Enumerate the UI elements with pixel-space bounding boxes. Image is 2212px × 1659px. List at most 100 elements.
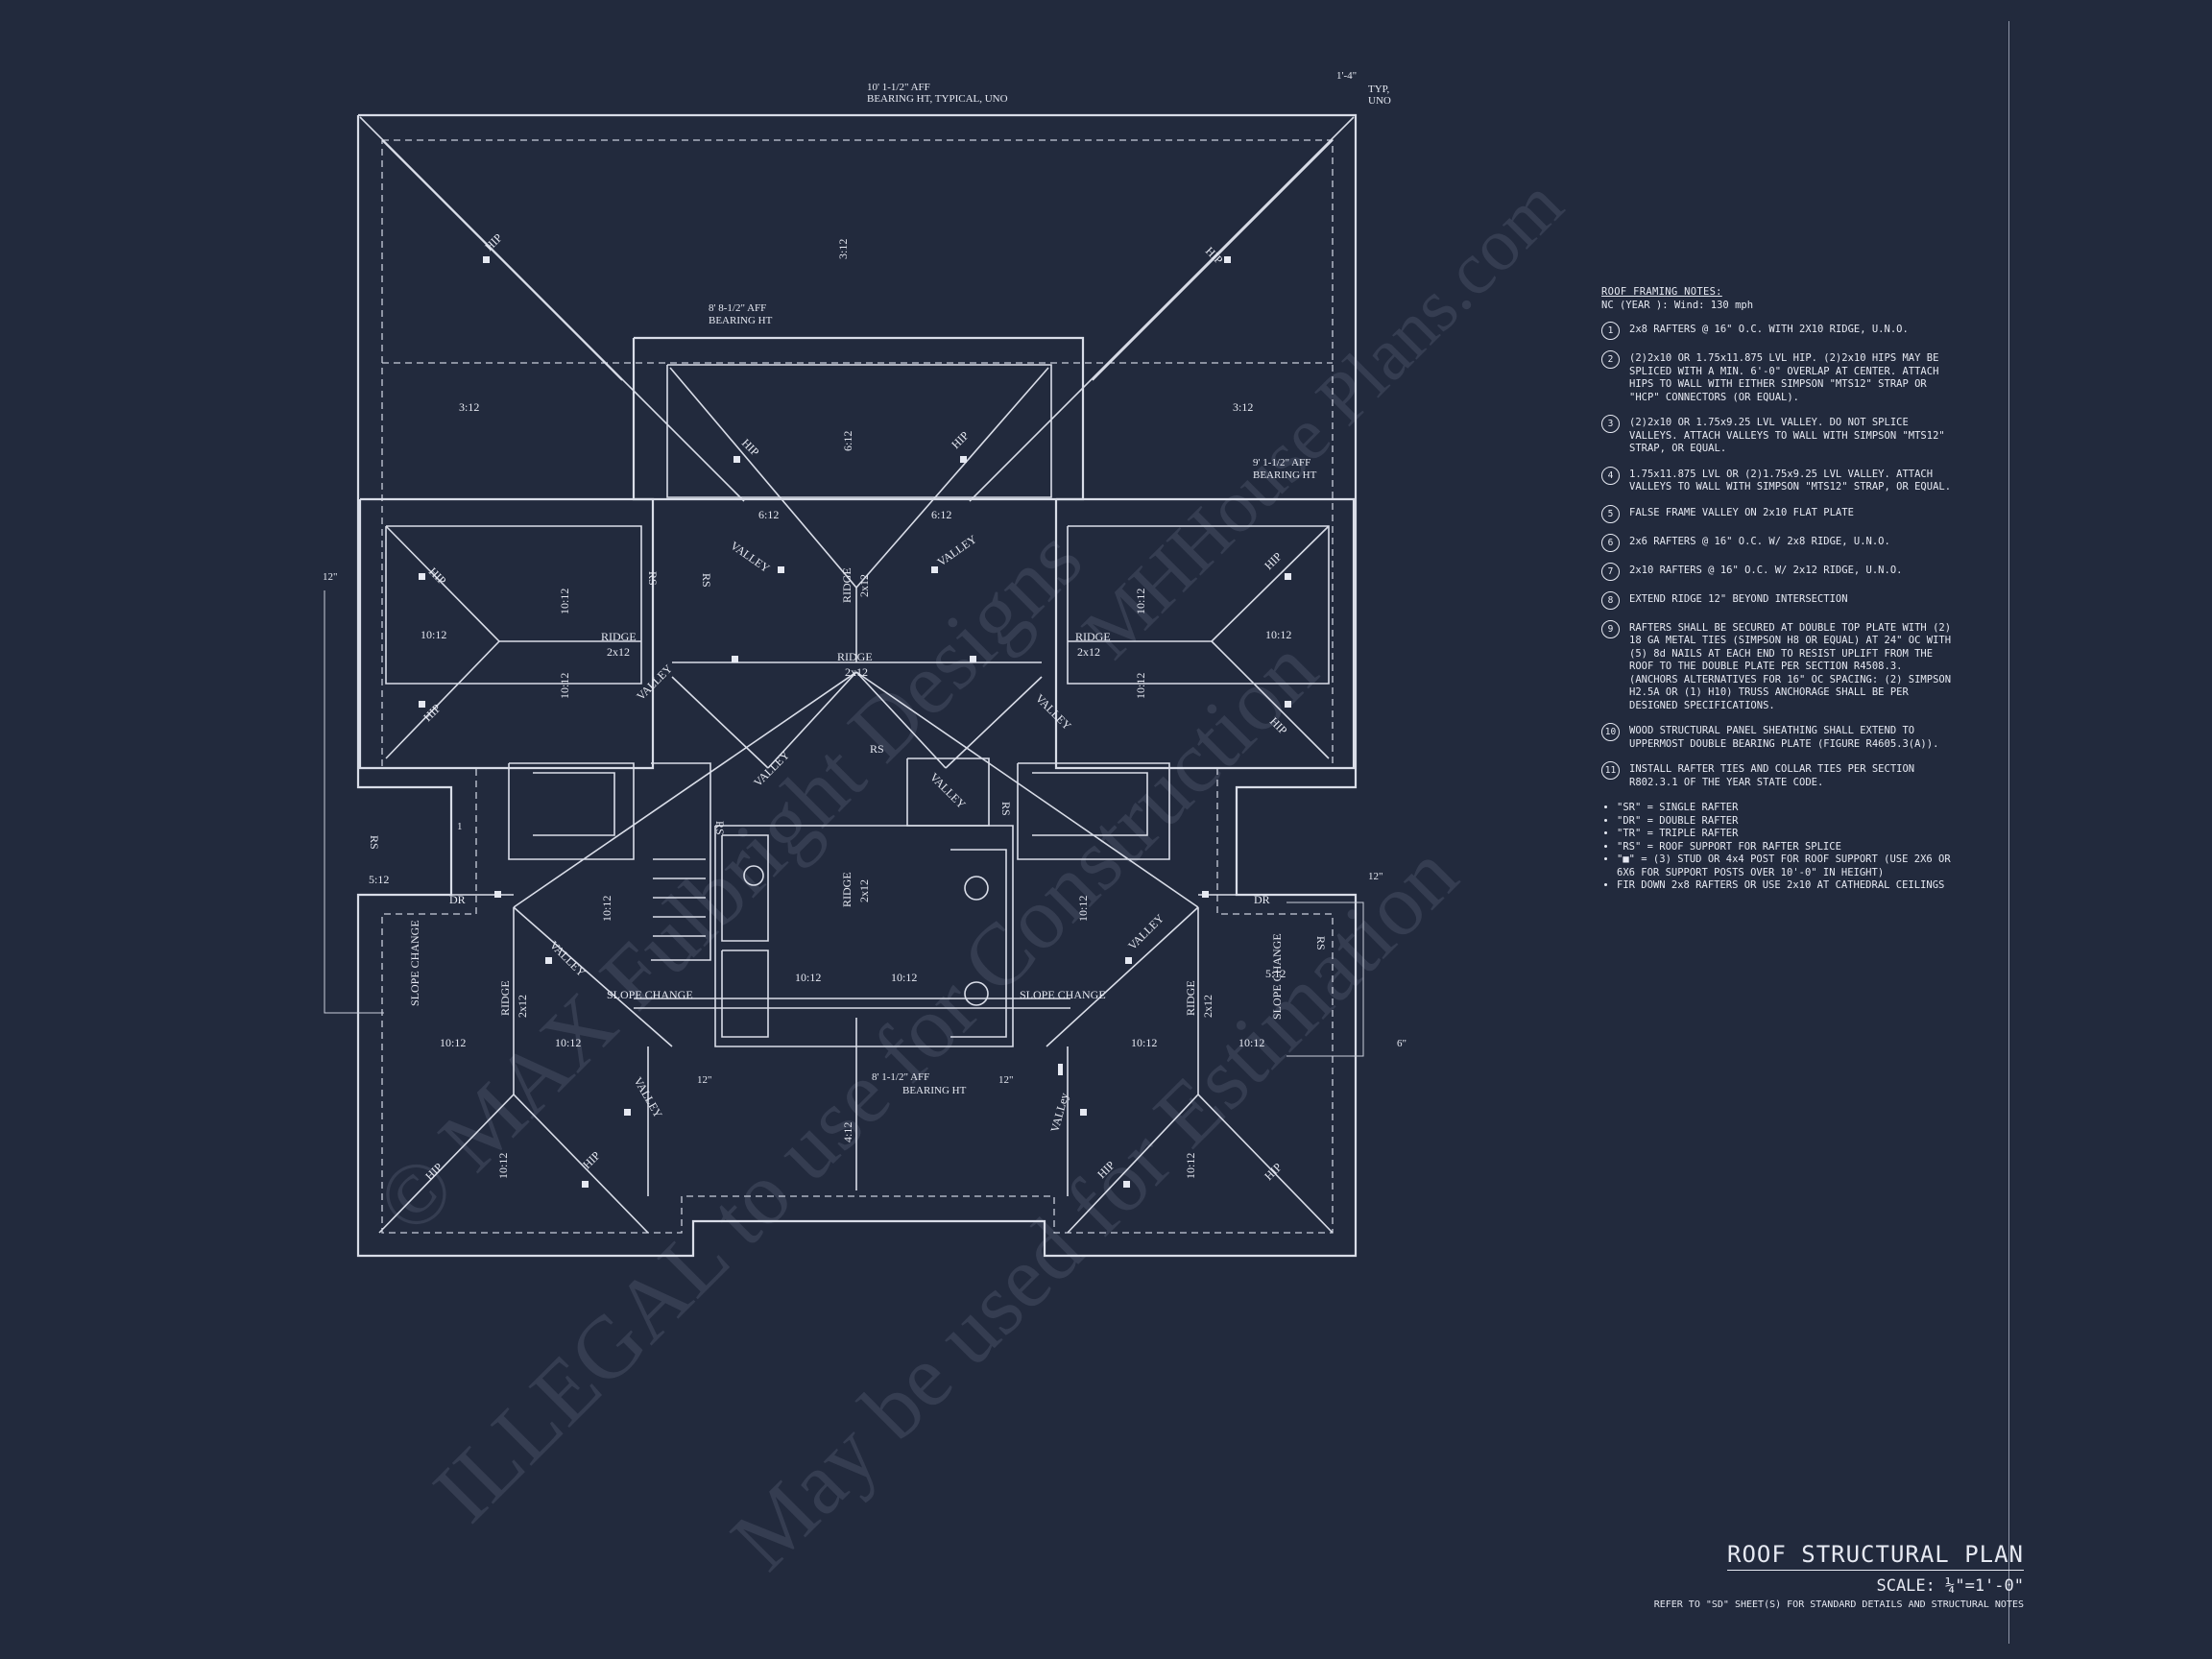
sheet-border-line — [2008, 21, 2009, 1644]
right-bearing-line-1: 9' 1-1/2" AFF — [1253, 457, 1310, 469]
valley-label-bath: VALLEY — [927, 770, 969, 811]
note-item: 1 2x8 RAFTERS @ 16" O.C. WITH 2X10 RIDGE,… — [1601, 322, 1957, 340]
note-text: WOOD STRUCTURAL PANEL SHEATHING SHALL EX… — [1629, 725, 1939, 750]
slope-change-label-w: SLOPE CHANGE — [607, 988, 693, 1001]
legend-item: "DR" = DOUBLE RAFTER — [1617, 815, 1957, 829]
pitch-10-12-bath-l: 10:12 — [795, 971, 821, 984]
note-text: EXTEND RIDGE 12" BEYOND INTERSECTION — [1629, 592, 1848, 605]
size-label-cv: 2x12 — [857, 574, 871, 597]
pitch-6-12-w: 6:12 — [758, 508, 779, 521]
note-text: RAFTERS SHALL BE SECURED AT DOUBLE TOP P… — [1629, 621, 1952, 711]
ridge-label-e: RIDGE — [1075, 630, 1111, 643]
roof-framing-notes: ROOF FRAMING NOTES: NC (YEAR ): Wind: 13… — [1601, 286, 1957, 893]
dim-6in: 6" — [1397, 1038, 1407, 1049]
note-item: 6 2x6 RAFTERS @ 16" O.C. W/ 2x8 RIDGE, U.… — [1601, 533, 1957, 552]
dim-12in-bottom-right: 12" — [998, 1074, 1014, 1086]
note-text: 2x6 RAFTERS @ 16" O.C. W/ 2x8 RIDGE, U.N… — [1629, 535, 1890, 547]
pitch-10-12-bath-r: 10:12 — [891, 971, 917, 984]
watermark-line-3: May be used for Estimation — [712, 825, 1476, 1588]
hip-label-e1: HIP — [1262, 549, 1285, 572]
hip-label-w1: HIP — [426, 565, 449, 588]
slope-change-label-ee: SLOPE CHANGE — [1270, 933, 1284, 1020]
note-text: (2)2x10 OR 1.75x11.875 LVL HIP. (2)2x10 … — [1629, 352, 1939, 403]
pitch-10-12-se1: 10:12 — [1131, 1036, 1157, 1049]
pitch-10-12-sw1: 10:12 — [440, 1036, 466, 1049]
legend-item: "TR" = TRIPLE RAFTER — [1617, 828, 1957, 841]
valley-label-c2: VALLEY — [935, 532, 979, 568]
dim-12in-bottom-left: 12" — [697, 1074, 712, 1086]
rs-label-7: RS — [713, 821, 727, 835]
note-number-badge: 10 — [1601, 723, 1620, 741]
size-label-se: 2x12 — [1201, 995, 1214, 1018]
note-item: 2 (2)2x10 OR 1.75x11.875 LVL HIP. (2)2x10… — [1601, 350, 1957, 404]
ridge-label-sw: RIDGE — [498, 980, 512, 1016]
note-item: 4 1.75x11.875 LVL OR (2)1.75x9.25 LVL VAL… — [1601, 466, 1957, 494]
pitch-10-12-ws: 10:12 — [558, 673, 571, 699]
note-text: INSTALL RAFTER TIES AND COLLAR TIES PER … — [1629, 763, 1915, 788]
ridge-label-cv: RIDGE — [840, 567, 854, 603]
typ-line-1: TYP, — [1368, 84, 1390, 95]
rs-label-6: RS — [1314, 936, 1328, 950]
note-text: (2)2x10 OR 1.75x9.25 LVL VALLEY. DO NOT … — [1629, 417, 1945, 454]
roof-outline — [324, 113, 1364, 1258]
bottom-bearing-line-1: 8' 1-1/2" AFF — [872, 1071, 929, 1083]
overhang-dim: 1'-4" — [1336, 70, 1357, 82]
bottom-bearing-line-2: BEARING HT — [902, 1085, 967, 1096]
pitch-10-12-sw: 10:12 — [600, 896, 613, 922]
dim-12in-left: 12" — [323, 571, 338, 583]
pitch-10-12-sw2: 10:12 — [555, 1036, 581, 1049]
callout-1: 1 — [457, 821, 463, 832]
top-bearing-line-1: 10' 1-1/2" AFF — [867, 82, 930, 93]
dr-label-e: DR — [1254, 893, 1270, 906]
notes-subheading: NC (YEAR ): Wind: 130 mph — [1601, 299, 1754, 311]
note-number-badge: 1 — [1601, 322, 1620, 340]
pitch-10-12-se: 10:12 — [1076, 896, 1090, 922]
note-item: 8 EXTEND RIDGE 12" BEYOND INTERSECTION — [1601, 590, 1957, 610]
sheet-scale: SCALE: ¼"=1'-0" — [1876, 1576, 2024, 1596]
note-number-badge: 6 — [1601, 533, 1620, 552]
pitch-3-12-w: 3:12 — [459, 400, 479, 414]
pitch-10-12-w: 10:12 — [421, 628, 446, 641]
pitch-5-12-e: 5:12 — [1265, 967, 1286, 980]
pitch-10-12-es: 10:12 — [1134, 673, 1147, 699]
note-text: FALSE FRAME VALLEY ON 2x10 FLAT PLATE — [1629, 506, 1854, 518]
note-text: 1.75x11.875 LVL OR (2)1.75x9.25 LVL VALL… — [1629, 468, 1952, 493]
ridge-label-cv2: RIDGE — [840, 872, 854, 907]
size-label-c: 2x12 — [845, 665, 868, 679]
notes-legend: "SR" = SINGLE RAFTER"DR" = DOUBLE RAFTER… — [1601, 802, 1957, 893]
pitch-10-12-e: 10:12 — [1265, 628, 1291, 641]
rs-label-1: RS — [646, 571, 660, 586]
sheet-reference: REFER TO "SD" SHEET(S) FOR STANDARD DETA… — [1653, 1599, 2024, 1610]
legend-item: "■" = (3) STUD OR 4x4 POST FOR ROOF SUPP… — [1617, 854, 1957, 879]
notes-list: 1 2x8 RAFTERS @ 16" O.C. WITH 2X10 RIDGE,… — [1601, 322, 1957, 789]
pitch-10-12-se2: 10:12 — [1238, 1036, 1264, 1049]
dim-12in-right: 12" — [1368, 871, 1383, 882]
size-label-sw: 2x12 — [516, 995, 529, 1018]
legend-item: FIR DOWN 2x8 RAFTERS OR USE 2x10 AT CATH… — [1617, 879, 1957, 893]
pitch-10-12-wn: 10:12 — [558, 589, 571, 614]
pitch-5-12-w: 5:12 — [369, 873, 389, 886]
note-item: 3(2)2x10 OR 1.75x9.25 LVL VALLEY. DO NOT… — [1601, 415, 1957, 456]
note-number-badge: 4 — [1601, 466, 1620, 485]
valley-label-c1: VALLEY — [728, 539, 772, 575]
slope-change-label-e: SLOPE CHANGE — [1020, 988, 1106, 1001]
pitch-3-12-e: 3:12 — [1233, 400, 1253, 414]
sheet-title: ROOF STRUCTURAL PLAN — [1727, 1541, 2024, 1571]
center-bearing-line-1: 8' 8-1/2" AFF — [709, 302, 766, 314]
typ-line-2: UNO — [1368, 95, 1391, 107]
note-number-badge: 2 — [1601, 350, 1620, 369]
hip-label-c1: HIP — [739, 436, 762, 459]
note-number-badge: 8 — [1601, 590, 1620, 610]
valley-label-w: VALLEY — [634, 661, 675, 703]
size-label-e: 2x12 — [1077, 645, 1100, 659]
title-block: ROOF STRUCTURAL PLAN SCALE: ¼"=1'-0" REF… — [1654, 1541, 2024, 1610]
legend-item: "RS" = ROOF SUPPORT FOR RAFTER SPLICE — [1617, 841, 1957, 854]
note-text: 2x8 RAFTERS @ 16" O.C. WITH 2X10 RIDGE, … — [1629, 324, 1909, 335]
rs-label-4: RS — [999, 802, 1013, 816]
size-label-w: 2x12 — [607, 645, 630, 659]
hip-label-c2: HIP — [949, 428, 972, 451]
